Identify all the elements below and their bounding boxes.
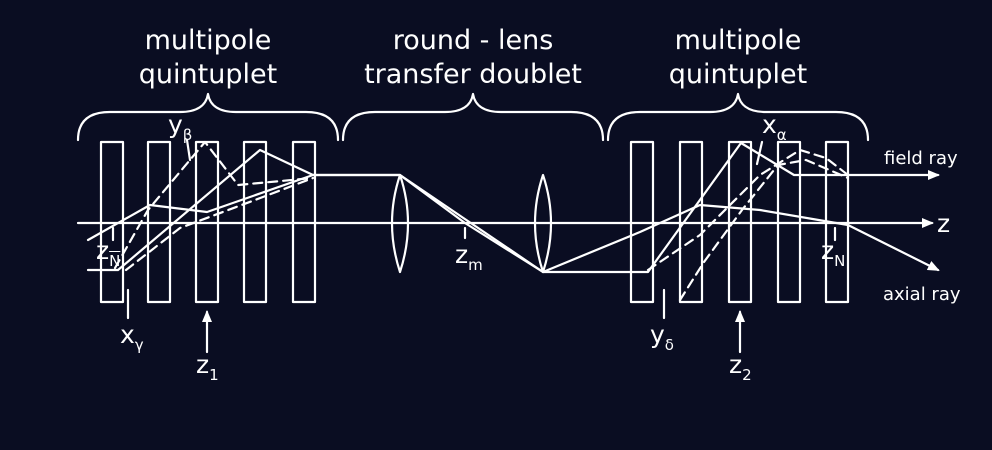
right-group-title-line2: quintuplet bbox=[668, 59, 808, 90]
z-n-sub: N bbox=[834, 252, 846, 270]
axial-ray-path bbox=[86, 173, 315, 242]
z-n-base: z bbox=[821, 236, 835, 265]
x-alpha-base: x bbox=[762, 110, 777, 139]
z-n-label: zN bbox=[821, 238, 845, 269]
z-nbar-base: z bbox=[96, 236, 110, 265]
y-delta-label: yδ bbox=[650, 322, 674, 353]
x-gamma-label: xγ bbox=[120, 322, 144, 353]
right-group-title: multipole quintuplet bbox=[608, 24, 868, 92]
left-group-title: multipole quintuplet bbox=[78, 24, 338, 92]
y-delta-base: y bbox=[650, 320, 665, 349]
x-gamma-base: x bbox=[120, 320, 135, 349]
y-beta-sub: β bbox=[182, 126, 193, 144]
x-alpha-label: xα bbox=[762, 112, 787, 143]
z-m-sub: m bbox=[468, 256, 483, 274]
field-ray-label: field ray bbox=[884, 148, 958, 169]
z2-label: z2 bbox=[729, 352, 752, 383]
z2-sub: 2 bbox=[742, 366, 752, 384]
middle-group-title-line2: transfer doublet bbox=[364, 59, 582, 90]
y-beta-base: y bbox=[168, 110, 183, 139]
y-delta-sub: δ bbox=[664, 336, 674, 354]
y-beta-pointer bbox=[185, 138, 192, 162]
right-group-title-line1: multipole bbox=[674, 25, 802, 56]
round-lens-1 bbox=[390, 173, 410, 274]
x-alpha-ray-path-dashed bbox=[646, 148, 850, 272]
left-group-title-line1: multipole bbox=[144, 25, 272, 56]
optic-axis-label: z bbox=[937, 209, 951, 238]
z-m-label: zm bbox=[455, 242, 483, 273]
z-m-base: z bbox=[455, 240, 469, 269]
axial-ray-path-transfer bbox=[311, 173, 545, 274]
z2-base: z bbox=[729, 350, 743, 379]
x-alpha-sub: α bbox=[776, 126, 787, 144]
y-beta-label: yβ bbox=[168, 112, 192, 143]
axial-ray-label: axial ray bbox=[883, 284, 961, 305]
middle-group-title: round - lens transfer doublet bbox=[343, 24, 603, 92]
middle-group-title-line1: round - lens bbox=[392, 25, 554, 56]
z1-sub: 1 bbox=[209, 366, 219, 384]
left-group-brace bbox=[76, 92, 340, 142]
x-gamma-sub: γ bbox=[134, 336, 144, 354]
z1-label: z1 bbox=[196, 352, 219, 383]
right-group-brace bbox=[606, 92, 870, 142]
left-group-title-line2: quintuplet bbox=[138, 59, 278, 90]
middle-group-brace bbox=[341, 92, 605, 142]
x-alpha-pointer bbox=[755, 140, 764, 166]
y-beta-ray-path-dashed bbox=[113, 140, 315, 270]
x-gamma-ray-path-dashed bbox=[124, 176, 315, 272]
z-nbar-sub: N bbox=[109, 252, 121, 270]
z1-base: z bbox=[196, 350, 210, 379]
z-nbar-label: zN bbox=[96, 238, 120, 269]
y-delta-ray-path-dashed bbox=[678, 158, 850, 302]
axial-ray-path-exit bbox=[541, 203, 940, 274]
